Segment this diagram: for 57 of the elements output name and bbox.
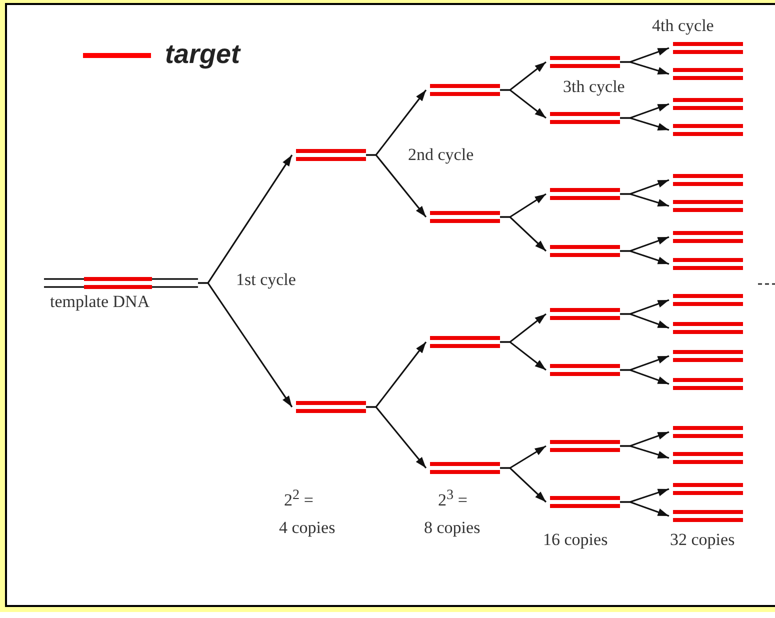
arrow [500, 89, 546, 119]
dna-copy-bar [673, 426, 743, 438]
dna-copy-bar [673, 124, 743, 136]
dna-copy-bar [673, 452, 743, 464]
dna-copy-bar [673, 510, 743, 522]
node-label: template DNA [50, 292, 150, 312]
dna-copy-bar [673, 322, 743, 334]
arrow [620, 61, 670, 75]
dna-copy-bar [673, 350, 743, 362]
arrow [620, 369, 670, 385]
dna-copy-bar [550, 245, 620, 257]
dna-copy-bar [673, 258, 743, 270]
dna-copy-bar [673, 483, 743, 495]
arrow [500, 467, 547, 503]
annotation-text: 2nd cycle [408, 145, 474, 165]
annotation-text: 2$^{2}$ = [284, 487, 314, 511]
arrow [500, 216, 547, 252]
arrow [620, 445, 670, 459]
dna-copy-bar [430, 462, 500, 474]
arrow [620, 250, 670, 265]
dna-copy-bar [673, 294, 743, 306]
dna-copy-bar [430, 84, 500, 96]
annotation-text: 32 copies [670, 530, 735, 550]
annotation-text: 1st cycle [236, 270, 296, 290]
dna-copy-bar [673, 378, 743, 390]
annotation-text: 8 copies [424, 518, 480, 538]
dna-copy-bar [430, 211, 500, 223]
annotation-text: 16 copies [543, 530, 608, 550]
dna-copy-bar [673, 42, 743, 54]
dna-copy-bar [550, 112, 620, 124]
arrow [366, 406, 427, 468]
arrow [620, 501, 670, 517]
dna-copy-bar [673, 174, 743, 186]
dna-copy-bar [550, 308, 620, 320]
dna-copy-bar [673, 68, 743, 80]
arrow [620, 117, 670, 131]
arrow [366, 154, 427, 218]
annotation-text: 4th cycle [652, 16, 714, 36]
annotation-text: 2$^{3}$ = [438, 487, 468, 511]
dna-copy-bar [550, 56, 620, 68]
dna-copy-bar [550, 188, 620, 200]
dna-copy-bar [673, 200, 743, 212]
arrow [620, 193, 670, 207]
dna-copy-bar [296, 401, 366, 413]
dna-copy-bar [673, 231, 743, 243]
dna-copy-bar [550, 496, 620, 508]
annotation-text: 3th cycle [563, 77, 625, 97]
arrow [620, 313, 670, 329]
arrow [500, 341, 546, 371]
dna-copy-bar [550, 440, 620, 452]
dna-copy-bar [296, 149, 366, 161]
dna-copy-bar [430, 336, 500, 348]
legend-label: target [165, 39, 240, 70]
dna-copy-bar [550, 364, 620, 376]
dna-copy-bar [673, 98, 743, 110]
annotation-text: 4 copies [279, 518, 336, 538]
arrow [198, 282, 293, 408]
